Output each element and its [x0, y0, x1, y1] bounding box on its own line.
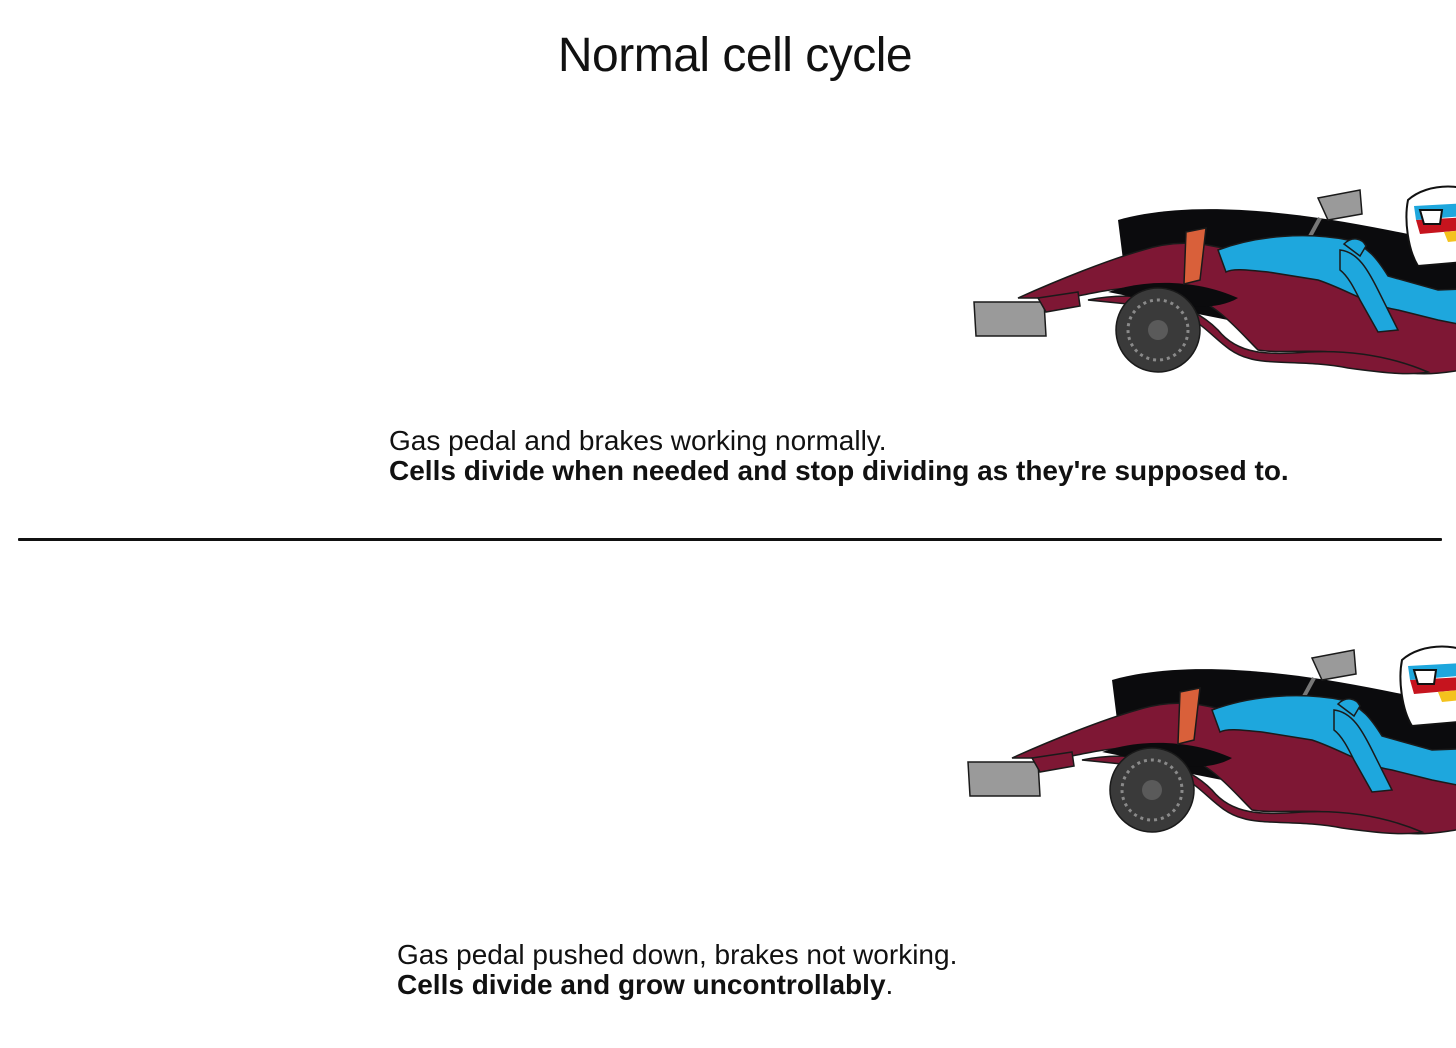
race-car-icon: [973, 185, 1456, 375]
race-car-illustration-top: [973, 185, 1456, 375]
caption-normal-line2: Cells divide when needed and stop dividi…: [389, 455, 1289, 486]
caption-uncontrolled-line2: Cells divide and grow uncontrollably: [397, 969, 886, 1000]
wheel-icon: [1115, 287, 1201, 373]
helmet-icon: [1399, 645, 1456, 728]
caption-uncontrolled-line2-tail: .: [885, 969, 894, 1000]
wheel-icon: [1109, 747, 1195, 833]
helmet-icon: [1405, 185, 1456, 268]
caption-normal-cycle: Gas pedal and brakes working normally. C…: [389, 426, 1289, 486]
section-divider: [18, 538, 1442, 541]
caption-uncontrolled-line1: Gas pedal pushed down, brakes not workin…: [397, 939, 958, 970]
caption-uncontrolled-cycle: Gas pedal pushed down, brakes not workin…: [397, 940, 957, 1000]
page-title: Normal cell cycle: [557, 29, 913, 82]
caption-normal-line1: Gas pedal and brakes working normally.: [389, 425, 887, 456]
race-car-illustration-bottom: [967, 645, 1456, 835]
race-car-icon: [967, 645, 1456, 835]
